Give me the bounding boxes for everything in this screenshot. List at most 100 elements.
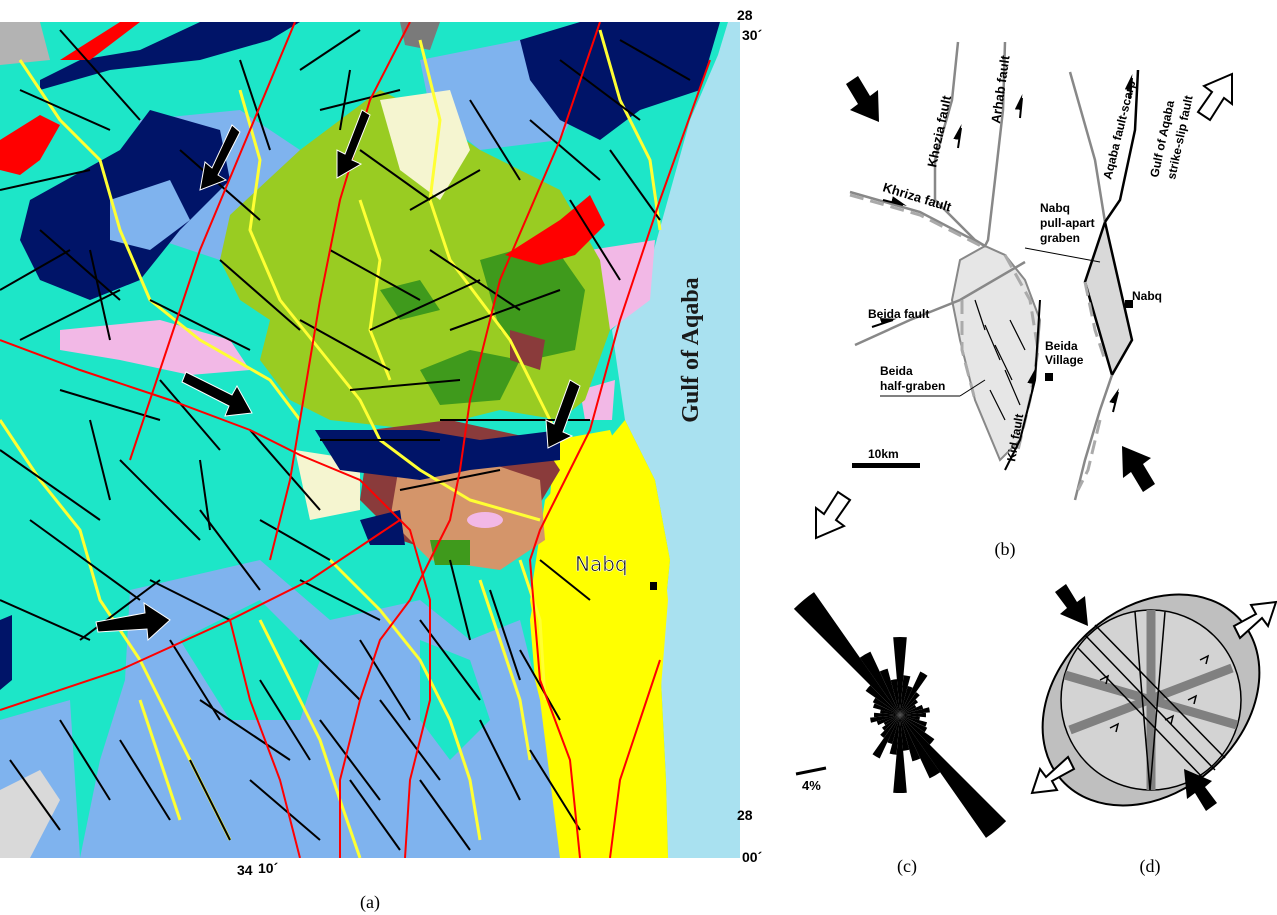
arrow-southeast: [181, 371, 253, 417]
nabq-town-marker-b: [1125, 300, 1133, 308]
faults: [0, 22, 711, 858]
lat-top-minute: 30´: [742, 27, 763, 43]
rose-petal: [900, 704, 924, 715]
arrow-south-3: [545, 379, 581, 449]
gulf-strike-slip-trace: [1103, 69, 1140, 223]
caption-c: (c): [897, 856, 917, 877]
grey-unit: [0, 22, 50, 65]
scale-bar-b-label: 10km: [868, 447, 899, 461]
dark-green-unit-3: [380, 280, 440, 320]
half-graben-hatching: [974, 299, 1026, 421]
arrow-east: [95, 602, 171, 642]
panel-c-rose-diagram: [793, 592, 1007, 838]
red-unit-east: [505, 195, 605, 265]
cream-unit-north: [380, 90, 470, 200]
nabq-graben-label-2: pull-apart: [1040, 216, 1095, 230]
dark-blue-unit-edge: [0, 615, 12, 690]
rose-petal: [890, 679, 900, 715]
compression-arrow-se: [1122, 446, 1155, 492]
panel-d-strain-ellipse: (d): [1030, 584, 1277, 877]
panel-a-map: Gulf of Aqaba Nabq 28 30´ 28 00´ 34 10´ …: [0, 7, 763, 913]
cyan-patch-south-2: [420, 640, 490, 760]
rose-petal: [900, 707, 930, 715]
rose-petal: [900, 715, 935, 745]
lat-bottom-minute: 00´: [742, 849, 763, 865]
lon-minute: 10´: [258, 860, 279, 876]
rose-petal: [900, 671, 928, 715]
caption-b: (b): [995, 539, 1016, 560]
aqaba-fault-scarp-label: Aqaba fault-scarp: [1100, 79, 1138, 181]
slip-sense-arrows: [871, 74, 1133, 413]
beida-village-marker: [1045, 373, 1053, 381]
nabq-town-label-b: Nabq: [1132, 289, 1162, 303]
nabq-map-label: Nabq: [575, 552, 628, 576]
dark-green-unit-2: [420, 350, 520, 405]
khriza-fault-label: Khriza fault: [881, 180, 954, 215]
rose-petal: [876, 715, 900, 726]
rose-petal: [900, 699, 918, 715]
grey-unit-sw: [0, 770, 60, 858]
rose-petal: [900, 686, 913, 715]
rose-petal: [900, 704, 917, 715]
nabq-graben-label-3: graben: [1040, 231, 1080, 245]
rose-petal: [900, 712, 927, 718]
rose-petal: [880, 715, 900, 738]
light-blue-inset-nw: [110, 180, 190, 250]
rose-petal: [900, 715, 921, 762]
khezia-fault-label: Khezia fault: [924, 93, 954, 168]
rose-scale-label: 4%: [802, 778, 821, 793]
strain-compression-arrow-nw: [1055, 584, 1088, 626]
grey-unit-north: [400, 22, 440, 50]
rose-petal: [880, 709, 900, 715]
rose-petal: [900, 715, 928, 733]
strain-fractures: [1077, 611, 1226, 791]
strain-compression-arrow-se: [1184, 769, 1217, 811]
lat-top-degree: 28: [737, 7, 753, 23]
rose-petal: [900, 715, 920, 721]
rose-petal: [873, 712, 900, 718]
cyan-patch-south: [180, 600, 320, 720]
beida-half-graben-label-2: half-graben: [880, 379, 945, 393]
gulf-of-aqaba-label: Gulf of Aqaba: [678, 277, 704, 422]
rose-petal: [883, 715, 900, 726]
beida-village-label-2: Village: [1045, 353, 1084, 367]
sketch-faults: [849, 41, 1114, 501]
rose-petal: [893, 715, 907, 793]
extension-arrow-sw: [815, 490, 852, 540]
rose-petal: [900, 715, 941, 779]
rose-petal: [872, 715, 900, 759]
rose-scale-bar: [795, 766, 827, 776]
dark-blue-unit-sw: [360, 510, 405, 545]
red-unit-west: [0, 115, 60, 175]
caption-d: (d): [1140, 856, 1161, 877]
dark-green-patch-south: [430, 540, 470, 565]
rose-petal: [859, 651, 900, 715]
rose-petal: [870, 715, 900, 723]
rose-petal: [900, 715, 927, 727]
beida-village-label-1: Beida: [1045, 339, 1078, 353]
rose-petal: [893, 637, 907, 715]
rose-petal: [865, 685, 900, 715]
rose-petal: [900, 715, 910, 751]
rose-petal: [879, 668, 900, 715]
compression-arrow-nw: [846, 76, 879, 122]
rose-petal: [900, 692, 920, 715]
lat-bottom-degree: 28: [737, 807, 753, 823]
strain-extension-arrow-ne: [1232, 600, 1277, 640]
tan-unit: [390, 460, 545, 570]
pink-unit-west: [60, 320, 250, 375]
rose-petal: [872, 697, 900, 715]
extension-arrow-ne: [1196, 72, 1233, 122]
kid-fault-trace: [1004, 299, 1041, 471]
red-unit-north: [60, 22, 140, 60]
kinematic-arrows-map: [95, 109, 581, 642]
dark-blue-unit-mid: [315, 430, 560, 480]
pink-inlier: [467, 512, 503, 528]
strain-extension-arrow-sw: [1030, 755, 1076, 795]
scale-bar-b: [852, 463, 920, 468]
arhab-fault-label: Arhab fault: [988, 54, 1012, 125]
coastal-plain-lower: [530, 430, 668, 858]
rose-petal: [887, 715, 900, 744]
arrow-south-1: [199, 124, 241, 191]
